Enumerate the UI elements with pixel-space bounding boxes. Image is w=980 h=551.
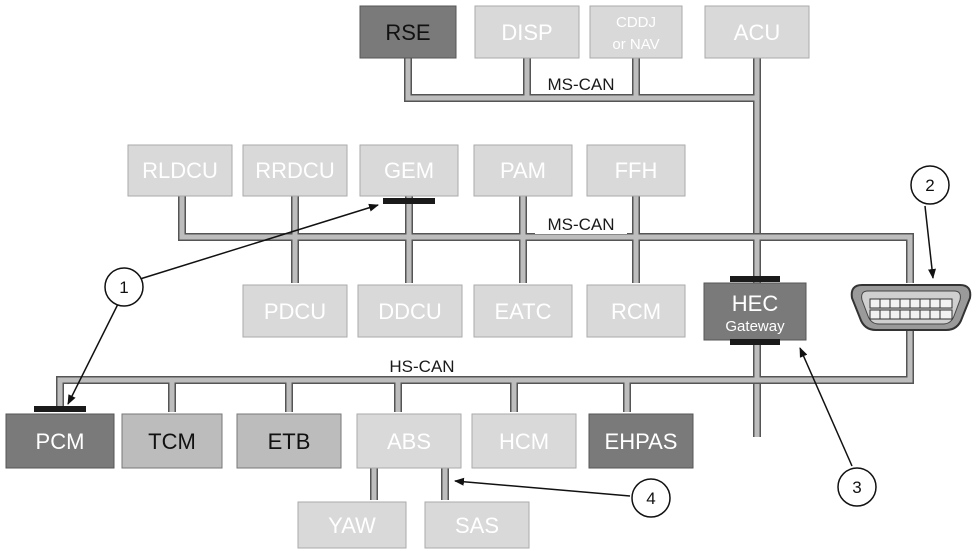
module-hcm: HCM (471, 413, 577, 469)
ms-can-top-label: MS-CAN (547, 75, 614, 94)
callout-arrows (67, 203, 936, 497)
callout-3: 3 (837, 467, 877, 507)
ms-can-mid-bus (178, 196, 914, 283)
module-tcm-label: TCM (148, 429, 196, 454)
abs-sub-bus (370, 468, 449, 500)
module-hec-label: HEC (732, 291, 779, 316)
module-acu: ACU (704, 5, 810, 59)
terminator-hec-bottom (730, 339, 780, 345)
module-ddcu: DDCU (357, 284, 463, 338)
module-acu-label: ACU (734, 20, 780, 45)
ms-can-top-bus (404, 58, 761, 437)
module-disp-label: DISP (501, 20, 552, 45)
module-pcm-label: PCM (36, 429, 85, 454)
module-tcm: TCM (121, 413, 223, 469)
module-pam: PAM (473, 144, 573, 197)
module-etb-label: ETB (268, 429, 311, 454)
terminator-hec-top (730, 276, 780, 282)
module-pcm: PCM (5, 413, 115, 469)
hs-can-bus (56, 330, 914, 412)
module-cddj-label-2: or NAV (612, 36, 659, 53)
callout-3-label: 3 (852, 478, 861, 497)
obd-connector-icon (850, 284, 972, 331)
module-cddj: CDDJ or NAV (589, 5, 683, 59)
module-rrdcu-label: RRDCU (255, 158, 334, 183)
module-rldcu-label: RLDCU (142, 158, 218, 183)
module-etb: ETB (236, 413, 342, 469)
module-disp: DISP (474, 5, 580, 59)
module-ehpas-label: EHPAS (605, 429, 678, 454)
callout-2-label: 2 (925, 176, 934, 195)
module-rse: RSE (359, 5, 457, 59)
module-gem: GEM (359, 144, 459, 197)
wires (56, 58, 914, 500)
terminator-pcm (34, 406, 86, 412)
module-cddj-label-1: CDDJ (616, 14, 656, 31)
module-pdcu-label: PDCU (264, 299, 326, 324)
callout-1: 1 (104, 267, 144, 307)
module-gem-label: GEM (384, 158, 434, 183)
module-ehpas: EHPAS (588, 413, 694, 469)
module-yaw-label: YAW (328, 513, 376, 538)
module-rcm: RCM (586, 284, 686, 338)
module-hec-gateway: HEC Gateway (703, 282, 807, 341)
callout-2: 2 (910, 165, 950, 205)
module-yaw: YAW (297, 501, 407, 549)
module-rrdcu: RRDCU (242, 144, 348, 197)
module-hcm-label: HCM (499, 429, 549, 454)
hs-can-label: HS-CAN (389, 357, 454, 376)
callout-4: 4 (631, 478, 671, 518)
module-eatc: EATC (473, 284, 573, 338)
ms-can-mid-label-bg (535, 214, 627, 234)
module-sas: SAS (424, 501, 530, 549)
ms-can-top-label-bg (535, 74, 627, 94)
module-hec-sublabel: Gateway (725, 318, 785, 335)
module-ffh: FFH (586, 144, 686, 197)
ms-can-mid-label: MS-CAN (547, 215, 614, 234)
terminator-gem (383, 198, 435, 204)
module-ffh-label: FFH (615, 158, 658, 183)
callout-4-label: 4 (646, 489, 655, 508)
module-abs-label: ABS (387, 429, 431, 454)
module-rse-label: RSE (385, 20, 430, 45)
callout-1-label: 1 (119, 278, 128, 297)
module-rcm-label: RCM (611, 299, 661, 324)
module-rldcu: RLDCU (127, 144, 233, 197)
module-eatc-label: EATC (494, 299, 551, 324)
module-sas-label: SAS (455, 513, 499, 538)
module-ddcu-label: DDCU (378, 299, 442, 324)
module-abs: ABS (356, 413, 462, 469)
module-pdcu: PDCU (242, 284, 348, 338)
module-pam-label: PAM (500, 158, 546, 183)
hs-can-label-bg (380, 356, 464, 376)
